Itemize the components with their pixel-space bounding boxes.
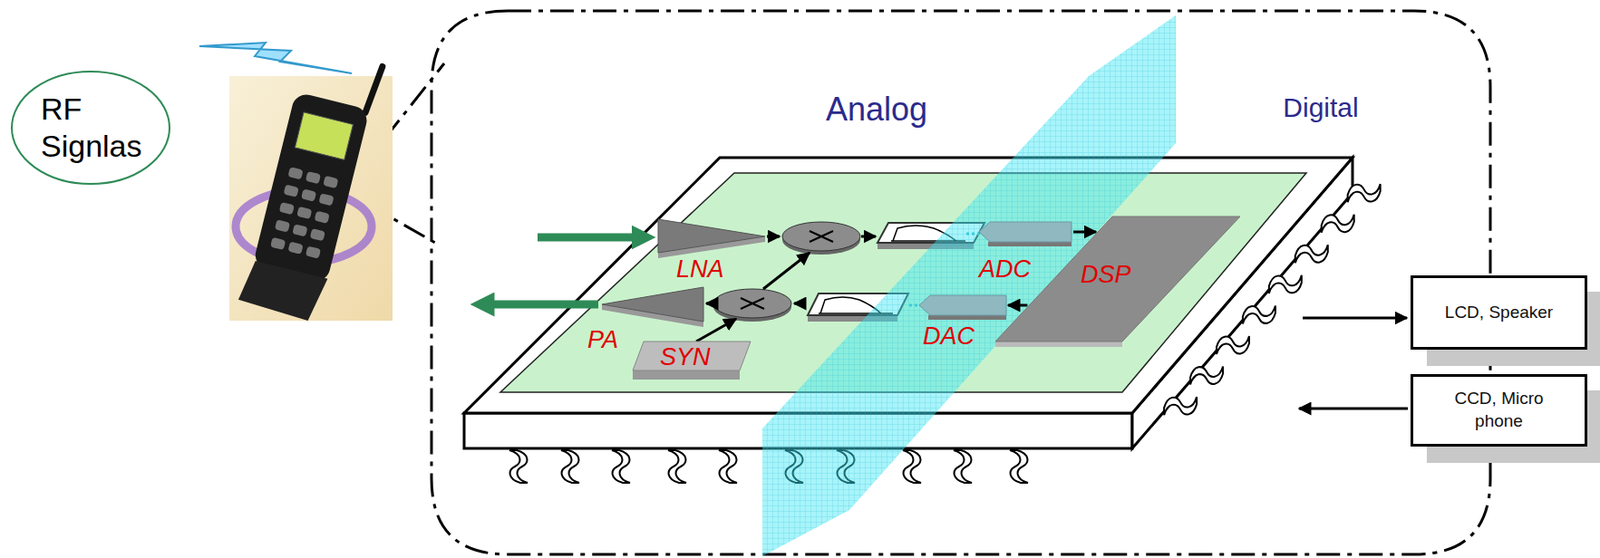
- synth-block: SYN: [630, 339, 753, 382]
- amplifier-triangle: LNA: [656, 215, 769, 287]
- io-box: CCD, Micro phone: [1410, 374, 1588, 447]
- partition-plane-grid: [762, 15, 1176, 557]
- signal-ellipse: RF Signlas: [9, 69, 172, 186]
- rf-bolt: [199, 42, 352, 74]
- partition-plane: [762, 15, 1176, 557]
- node-text: LCD, Speaker: [1440, 301, 1559, 325]
- dsp-block: DSP: [993, 213, 1244, 345]
- mixer: [713, 289, 792, 319]
- node-text: CCD, Micro phone: [1440, 387, 1559, 433]
- signal-arrow: [1008, 304, 1028, 308]
- mixer: [782, 222, 861, 252]
- converter-block: DAC: [917, 291, 1009, 358]
- mixer-x: [740, 298, 765, 310]
- component-label: SYN: [659, 343, 711, 372]
- component-label: ADC: [979, 255, 1031, 284]
- component-label: DSP: [1080, 261, 1132, 290]
- component-label: LNA: [676, 255, 725, 284]
- rf-out-arrow: [482, 300, 599, 310]
- rf-in-arrow: [537, 233, 644, 243]
- region-label: Digital: [1282, 92, 1358, 124]
- node-text: RF Signlas: [40, 90, 141, 165]
- component-label: PA: [587, 326, 619, 355]
- io-box-shape: [1410, 374, 1588, 447]
- chip-pins: [509, 184, 1381, 484]
- mixer-x: [809, 231, 834, 243]
- signal-ellipse-shape: [9, 69, 172, 186]
- io-box: LCD, Speaker: [1410, 275, 1588, 350]
- component-label: DAC: [922, 322, 975, 351]
- region-label: Analog: [825, 90, 928, 129]
- signal-arrow: [1073, 231, 1096, 234]
- phone: [237, 46, 383, 324]
